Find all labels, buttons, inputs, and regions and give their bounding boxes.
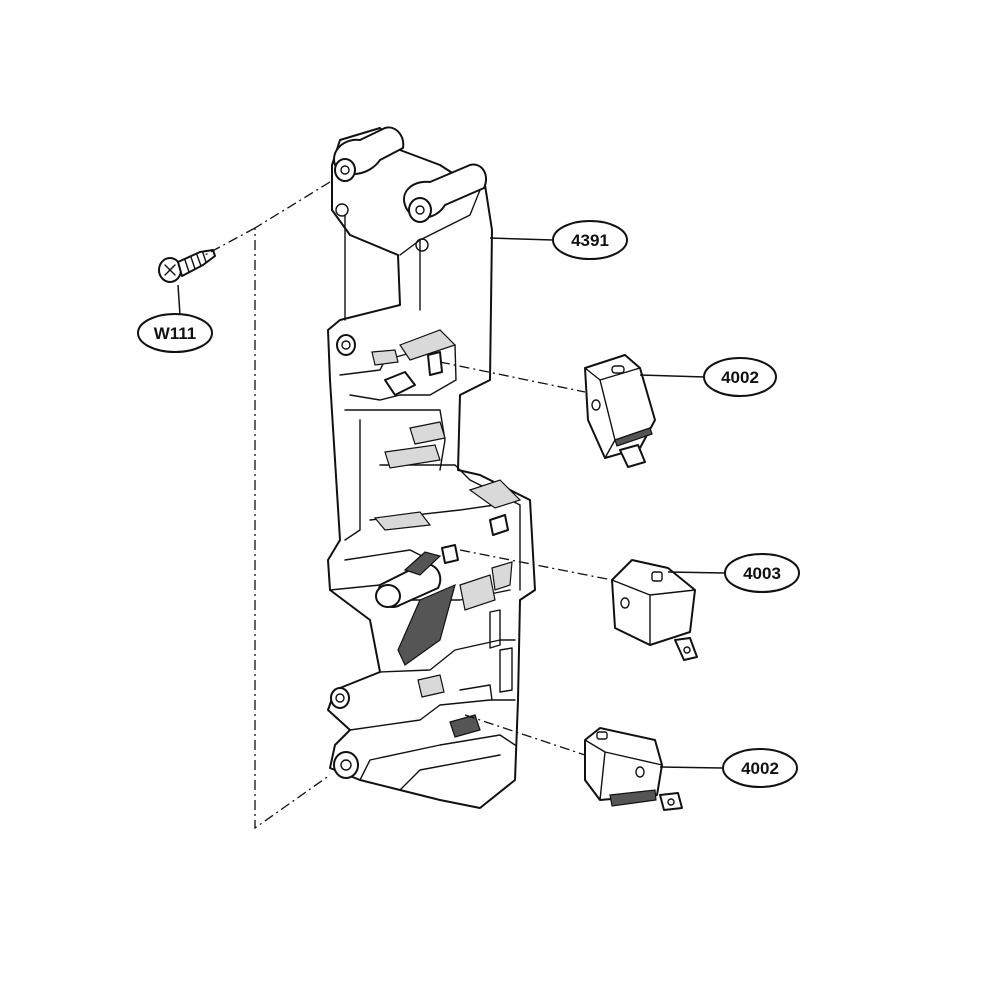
callout-switch-lower: 4002 <box>722 748 798 788</box>
leader-lines <box>177 237 726 769</box>
callout-label: 4002 <box>721 368 759 387</box>
callout-label: W111 <box>154 324 197 343</box>
callout-label: 4002 <box>741 759 779 778</box>
callout-label: 4003 <box>743 564 781 583</box>
callout-switch-upper: 4002 <box>703 357 777 397</box>
callout-bracket: 4391 <box>552 220 628 260</box>
screw-part <box>158 249 216 283</box>
latch-bracket <box>327 126 536 809</box>
callout-switch-middle: 4003 <box>724 553 800 593</box>
switch-lower-part <box>584 727 683 811</box>
assembly-lines <box>204 181 613 830</box>
switch-middle-part <box>611 559 698 661</box>
callout-label: 4391 <box>571 231 609 250</box>
callout-screw: W111 <box>137 313 213 353</box>
switch-upper-part <box>584 354 656 468</box>
